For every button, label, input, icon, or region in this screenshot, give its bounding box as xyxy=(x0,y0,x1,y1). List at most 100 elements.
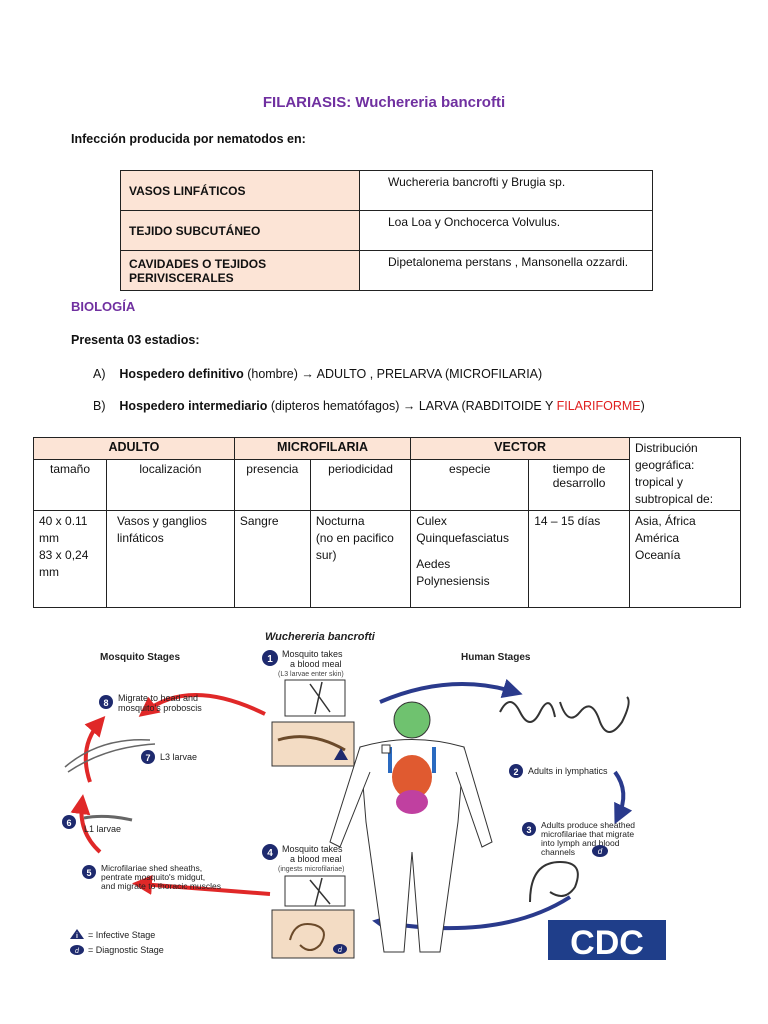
species-cell: Wuchereria bancrofti y Brugia sp. xyxy=(359,170,653,211)
stage-text: channels xyxy=(541,847,575,857)
adult-worms-icon xyxy=(499,696,630,733)
stage-text: into lymph and blood xyxy=(541,838,620,848)
mosquito-panel xyxy=(284,875,346,907)
stage-badge xyxy=(141,750,155,764)
mosquito-stages-label: Mosquito Stages xyxy=(100,652,180,663)
subheader: localización xyxy=(106,458,235,512)
diagnostic-glyph: d xyxy=(75,948,80,955)
stage-text: (ingests microfilariae) xyxy=(278,866,345,873)
stage-text: L1 larvae xyxy=(84,824,121,834)
cycle-arrow xyxy=(70,794,102,854)
stage-text: Adults produce sheathed xyxy=(541,820,635,830)
stage-text: L3 larvae xyxy=(160,752,197,762)
stage-number: 2 xyxy=(513,767,518,777)
infective-stage-icon xyxy=(70,929,84,939)
value: Asia, África xyxy=(635,514,696,528)
microfilaria-icon xyxy=(289,923,325,951)
page-title: FILARIASIS: Wuchereria bancrofti xyxy=(262,94,506,111)
stage-text: mosquito's proboscis xyxy=(118,703,202,713)
diagnostic-stage-icon xyxy=(70,945,84,955)
diagnostic-stage-icon xyxy=(333,944,347,954)
table-row: CAVIDADES O TEJIDOS PERIVISCERALES Dipet… xyxy=(120,250,653,291)
stage-number: 8 xyxy=(103,698,108,708)
stage-text: a blood meal xyxy=(290,854,342,864)
cycle-arrow xyxy=(83,715,106,783)
stage-badge xyxy=(82,865,96,879)
stage-text: a blood meal xyxy=(290,659,342,669)
group-header: MICROFILARIA xyxy=(233,437,412,460)
cycle-arrow xyxy=(138,693,266,717)
cell-periodicidad: Nocturna(no en pacifico sur) xyxy=(309,510,412,608)
table-row: VASOS LINFÁTICOS Wuchereria bancrofti y … xyxy=(120,170,653,211)
value: 40 x 0.11 mm xyxy=(39,514,88,545)
list-item: A) Hospedero definitivo (hombre) → ADULT… xyxy=(93,367,542,381)
mosquito-icon xyxy=(309,681,331,715)
value: Culex Quinquefasciatus xyxy=(416,514,509,545)
life-cycle-diagram: Wuchereria bancrofti Mosquito Stages Hum… xyxy=(62,631,666,962)
subheader: periodicidad xyxy=(309,458,412,512)
subheader: presencia xyxy=(233,458,311,512)
site-cell: VASOS LINFÁTICOS xyxy=(120,170,360,211)
stage-text: Mosquito takes xyxy=(282,844,343,854)
subheader: especie xyxy=(410,458,530,512)
value: 83 x 0,24 mm xyxy=(39,548,89,579)
subheader: tamaño xyxy=(33,458,107,512)
stage-text: microfilariae that migrate xyxy=(541,829,634,839)
host-detail: (dipteros hematófagos) → LARVA (RABDITOI… xyxy=(267,399,557,413)
mosquito-icon xyxy=(309,877,331,907)
site-cell: TEJIDO SUBCUTÁNEO xyxy=(120,210,360,251)
legend-infective: = Infective Stage xyxy=(88,930,155,940)
stage-number: 1 xyxy=(267,654,273,665)
stage-badge xyxy=(262,650,278,666)
infective-stage-icon xyxy=(334,748,348,760)
cell-tiempo: 14 – 15 días xyxy=(528,510,630,608)
cell-localizacion: Vasos y ganglios linfáticos xyxy=(106,510,235,608)
cdc-logo xyxy=(548,920,666,960)
list-item: B) Hospedero intermediario (dipteros hem… xyxy=(93,399,645,413)
cycle-arrow xyxy=(379,678,523,704)
group-header: ADULTO xyxy=(33,437,235,460)
microfilaria-icon xyxy=(529,860,579,903)
value: América xyxy=(635,531,680,545)
section-heading: BIOLOGÍA xyxy=(71,299,136,314)
value: Aedes Polynesiensis xyxy=(416,557,490,588)
characteristics-table: ADULTO MICROFILARIA VECTOR Distribución … xyxy=(33,437,741,608)
l1-larva-icon xyxy=(83,814,133,822)
site-cell: CAVIDADES O TEJIDOS PERIVISCERALES xyxy=(120,250,360,291)
stage-text: pentrate mosquito's midgut, xyxy=(101,872,205,882)
diagnostic-glyph: d xyxy=(598,847,603,856)
group-header: VECTOR xyxy=(410,437,630,460)
value: (no en pacifico sur) xyxy=(315,531,394,562)
stage-text: Migrate to head and xyxy=(118,693,198,703)
stage-badge xyxy=(62,815,76,829)
host-name: Hospedero definitivo xyxy=(119,367,244,381)
locations-table: VASOS LINFÁTICOS Wuchereria bancrofti y … xyxy=(120,170,653,291)
highlight-term: FILARIFORME xyxy=(556,399,641,413)
distribution-header: Distribución geográfica: tropical y subt… xyxy=(629,437,741,511)
value: Oceanía xyxy=(635,548,681,562)
cell-presencia: Sangre xyxy=(233,510,311,608)
cdc-logo-text: CDC xyxy=(570,924,644,962)
stage-text: and migrate to thoracic muscles xyxy=(101,881,221,891)
table-row: TEJIDO SUBCUTÁNEO Loa Loa y Onchocerca V… xyxy=(120,210,653,251)
legend-diagnostic: = Diagnostic Stage xyxy=(88,945,164,955)
list-marker: B) xyxy=(93,399,106,413)
host-detail-end: ) xyxy=(640,399,645,413)
species-cell: Loa Loa y Onchocerca Volvulus. xyxy=(359,210,653,251)
stage-text: (L3 larvae enter skin) xyxy=(278,671,344,678)
infective-glyph: i xyxy=(76,933,78,940)
larva-icon xyxy=(277,735,346,752)
stage-number: 5 xyxy=(86,868,91,878)
stage-badge xyxy=(522,822,536,836)
mosquito-panel xyxy=(284,679,346,717)
species-cell: Dipetalonema perstans , Mansonella ozzar… xyxy=(359,250,653,291)
human-body xyxy=(329,701,493,953)
stage-badge xyxy=(262,844,278,860)
diagnostic-stage-icon xyxy=(592,845,608,857)
stages-intro: Presenta 03 estadios: xyxy=(71,333,200,347)
host-detail: (hombre) → ADULTO , PRELARVA (MICROFILAR… xyxy=(243,367,543,381)
